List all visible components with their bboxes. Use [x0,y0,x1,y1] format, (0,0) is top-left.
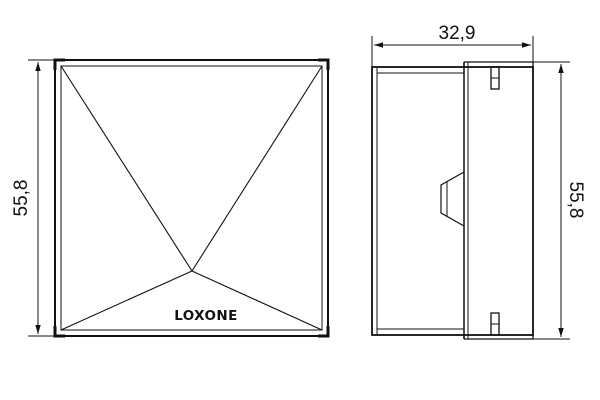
front-inner-face [60,65,323,331]
brand-label: LOXONE [174,308,237,324]
side-width-dimension [371,36,534,67]
front-height-dimension [28,59,55,337]
front-corner-marks [53,58,330,338]
front-outer-frame [54,59,329,337]
front-view [53,58,330,338]
side-height-dimension [533,61,570,340]
side-height-label: 55,8 [565,182,586,219]
side-outline [371,66,534,336]
side-width-label: 32,9 [439,23,476,44]
front-facet-lines [60,65,323,331]
front-height-label: 55,8 [11,180,32,217]
side-latch [440,171,465,227]
side-view [371,61,534,340]
